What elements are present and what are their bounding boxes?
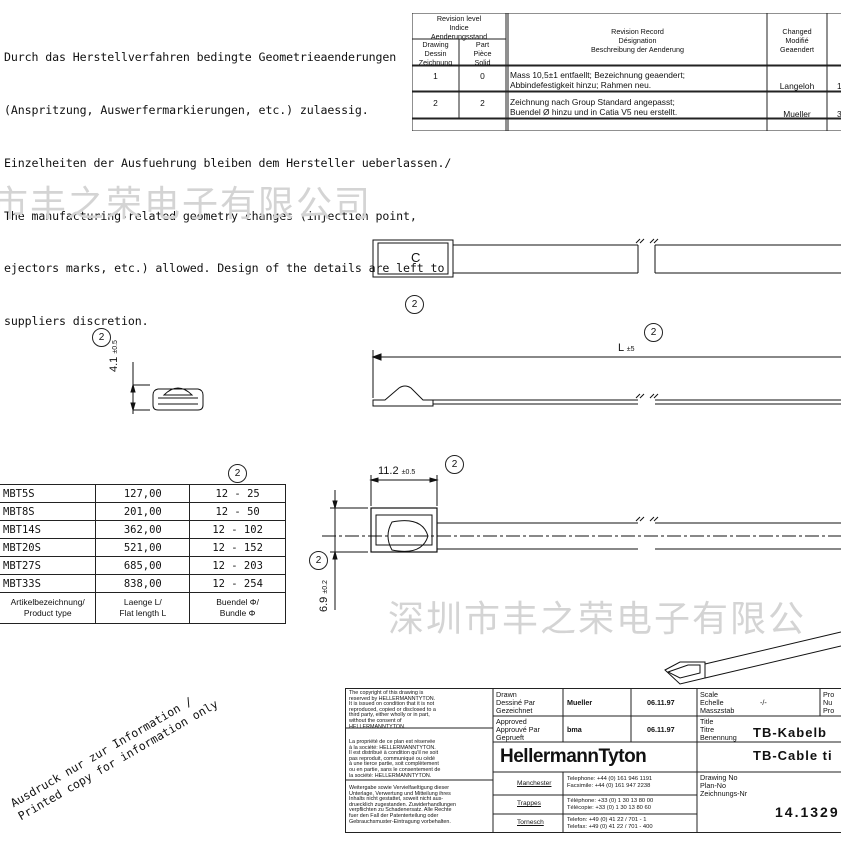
site-name: Manchester (517, 780, 552, 787)
site-contact: Téléphone: +33 (0) 1 30 13 80 00 Télécop… (567, 798, 654, 811)
flat-length: 127,00 (95, 484, 191, 503)
bundle-range: 12 - 152 (189, 538, 286, 557)
head-symbol: C (411, 250, 421, 265)
scale-value: -/- (760, 698, 767, 707)
title-block: The copyright of this drawing is reserve… (345, 688, 841, 833)
flat-length: 838,00 (95, 574, 191, 593)
revision-table: Revision level Indice Aenderungsstand Dr… (412, 13, 841, 131)
width-dimension: 6.9 ±0.2 (318, 580, 330, 612)
drawing-no-label: Drawing No Plan-No Zeichnungs-Nr (700, 773, 748, 799)
rev-row-extra: 3 (837, 109, 841, 119)
project-label: Pro Nu Pro (823, 690, 835, 716)
rev-level-header: Revision level Indice Aenderungsstand (430, 14, 488, 41)
approved-date: 06.11.97 (647, 725, 675, 734)
drawn-by: Mueller (567, 698, 593, 707)
tie-top-view (372, 238, 841, 278)
column-header-bundle: Buendel Φ/ Bundle Φ (189, 592, 286, 624)
flat-length: 685,00 (95, 556, 191, 575)
title-block-grid (345, 688, 841, 833)
bundle-range: 12 - 50 (189, 502, 286, 521)
revision-mark: 2 (644, 323, 663, 342)
table-row: MBT5S 127,00 12 - 25 (0, 484, 286, 503)
column-header-product: Artikelbezeichnung/ Product type (0, 592, 97, 624)
note-line: (Anspritzung, Auswerfermarkierungen, etc… (4, 102, 369, 117)
table-row: MBT33S 838,00 12 - 254 (0, 574, 286, 593)
length-dimension: L ±5 (618, 342, 635, 354)
title-en: TB-Cable ti (753, 748, 833, 763)
revision-mark: 2 (445, 455, 464, 474)
bundle-range: 12 - 254 (189, 574, 286, 593)
tie-detail-view (322, 475, 841, 610)
manufacturing-note: Durch das Herstellverfahren bedingte Geo… (4, 14, 451, 348)
copyright-de: Weitergabe sowie Vervielfaeltigung diese… (349, 785, 456, 825)
column-header-length: Laenge L/ Flat length L (95, 592, 191, 624)
product-name: MBT14S (0, 520, 97, 539)
note-line: The manufacturing-related geometry chang… (4, 208, 417, 223)
rev-row-part: 0 (480, 71, 485, 81)
rev-changed-header: Changed Modifié Geaendert (780, 27, 814, 54)
rev-row-text: Zeichnung nach Group Standard angepasst;… (510, 97, 678, 117)
tie-cross-section (130, 362, 204, 414)
table-row: MBT14S 362,00 12 - 102 (0, 520, 286, 539)
revision-mark: 2 (309, 551, 328, 570)
product-name: MBT8S (0, 502, 97, 521)
product-name: MBT20S (0, 538, 97, 557)
revision-mark: 2 (228, 464, 247, 483)
title-de: TB-Kabelb (753, 725, 827, 740)
table-footer-row: Artikelbezeichnung/ Product type Laenge … (0, 592, 286, 624)
hellermanntyton-logo: HellermannTyton (500, 746, 647, 767)
rev-record-header: Revision Record Désignation Beschreibung… (590, 27, 685, 54)
revision-mark: 2 (405, 295, 424, 314)
title-label: Title Titre Benennung (700, 717, 737, 743)
rev-part-header: Part Pièce Solid (473, 40, 492, 67)
product-name: MBT5S (0, 484, 97, 503)
rev-row-part: 2 (480, 98, 485, 108)
site-contact: Telephone: +44 (0) 161 946 1191 Facsimil… (567, 776, 653, 789)
product-table: MBT5S 127,00 12 - 25 MBT8S 201,00 12 - 5… (0, 484, 286, 624)
rev-drawing-header: Drawing Dessin Zeichnung (418, 40, 453, 67)
note-line: ejectors marks, etc.) allowed. Design of… (4, 261, 445, 276)
rev-row-by: Mueller (783, 109, 811, 119)
note-line: Einzelheiten der Ausfuehrung bleiben dem… (4, 155, 452, 170)
thickness-dimension: 4.1 ±0.5 (108, 340, 120, 372)
flat-length: 521,00 (95, 538, 191, 557)
tie-side-view (371, 350, 841, 407)
drawing-number: 14.1329 (775, 804, 840, 820)
flat-length: 201,00 (95, 502, 191, 521)
watermark-top: 市丰之荣电子有限公司 (0, 184, 373, 225)
copyright-fr: La propriété de ce plan est réservée à l… (349, 739, 441, 779)
note-line: Durch das Herstellverfahren bedingte Geo… (4, 50, 397, 65)
rev-row-extra: 1 (837, 81, 841, 91)
site-name: Trappes (517, 800, 541, 807)
scale-label: Scale Echelle Masszstab (700, 690, 735, 716)
watermark-mid: 深圳市丰之荣电子有限公 (388, 599, 807, 640)
rev-row-drawing: 1 (433, 71, 438, 81)
head-length-dimension: 11.2 ±0.5 (378, 465, 416, 477)
note-line: suppliers discretion. (4, 314, 149, 329)
product-name: MBT27S (0, 556, 97, 575)
bundle-range: 12 - 102 (189, 520, 286, 539)
approved-by: bma (567, 725, 582, 734)
table-row: MBT8S 201,00 12 - 50 (0, 502, 286, 521)
copyright-en: The copyright of this drawing is reserve… (349, 690, 436, 730)
table-row: MBT27S 685,00 12 - 203 (0, 556, 286, 575)
site-contact: Telefon: +49 (0) 41 22 / 701 - 1 Telefax… (567, 817, 653, 830)
rev-row-text: Mass 10,5±1 entfaellt; Bezeichnung geaen… (510, 70, 686, 90)
bundle-range: 12 - 203 (189, 556, 286, 575)
tie-isometric-view (664, 631, 841, 685)
approved-label: Approved Approuvé Par Geprueft (496, 717, 540, 743)
bundle-range: 12 - 25 (189, 484, 286, 503)
product-name: MBT33S (0, 574, 97, 593)
site-name: Tornesch (517, 819, 544, 826)
flat-length: 362,00 (95, 520, 191, 539)
rev-row-by: Langeloh (779, 81, 815, 91)
table-row: MBT20S 521,00 12 - 152 (0, 538, 286, 557)
drawn-label: Drawn Dessiné Par Gezeichnet (496, 690, 536, 716)
rev-row-drawing: 2 (433, 98, 438, 108)
drawn-date: 06.11.97 (647, 698, 675, 707)
revision-table-grid (412, 13, 841, 131)
revision-mark: 2 (92, 328, 111, 347)
